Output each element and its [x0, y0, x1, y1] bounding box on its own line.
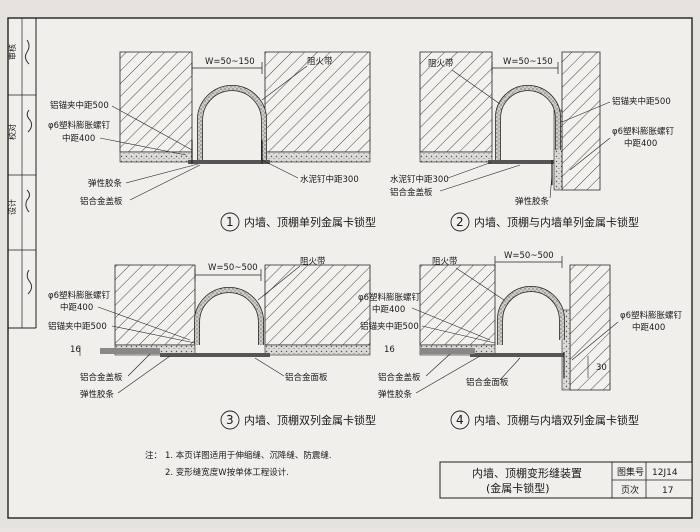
expansion-bolt-right-label-4: φ6塑料膨胀螺钉	[620, 310, 683, 321]
wall-right-1	[264, 51, 371, 153]
fire-band-fill-1	[197, 85, 267, 162]
fire-band-label-1: 阻火带	[307, 57, 333, 67]
note-line-1: 1. 本页详图适用于伸缩缝、沉降缝、防震缝.	[165, 450, 332, 461]
fire-band-fill-2	[495, 85, 561, 160]
clip-spacing-label-2: 铝锚夹中距500	[612, 96, 671, 107]
bolt-spacing-right-label-4: 中距400	[632, 322, 665, 333]
plaster-left-1	[119, 151, 193, 163]
cover-plate-label-1: 铝合金盖板	[80, 196, 123, 207]
diagram-number-circle-2	[450, 212, 470, 232]
face-plate-label-3: 铝合金面板	[285, 372, 328, 383]
dim-small-4: 16	[384, 345, 395, 355]
diagram-title-1: 内墙、顶棚单列金属卡锁型	[244, 215, 376, 229]
title-line-2: (金属卡锁型)	[486, 481, 550, 495]
bolt-spacing-label-1: 中距400	[62, 133, 95, 144]
width-dim-2: W=50~150	[503, 57, 553, 67]
plaster-right-1	[264, 151, 371, 163]
title-block: 内墙、顶棚变形缝装置 (金属卡锁型) 图集号 12J14 页次 17	[439, 461, 693, 499]
diagram-number-3: 3	[226, 413, 234, 427]
ceiling-4	[419, 264, 496, 346]
notes-prefix: 注：	[145, 450, 162, 461]
page-label: 页次	[621, 484, 639, 496]
side-strip: 审核 校对 设计	[7, 18, 37, 329]
diagram-3: W=50~500 阻火带 φ6塑料膨胀螺钉 中距400 铝锚夹中距500 16 …	[48, 257, 376, 430]
wall-right-3	[264, 264, 371, 346]
nail-spacing-label-1: 水泥钉中距300	[300, 174, 359, 185]
fire-band-fill-4	[497, 286, 565, 345]
width-dim-4: W=50~500	[504, 251, 554, 261]
bolt-spacing-label-4: 中距400	[372, 304, 405, 315]
cover-plate-1	[188, 160, 270, 164]
fire-band-label-3: 阻火带	[300, 257, 326, 267]
face-plate-4	[470, 353, 564, 357]
face-plate-label-4: 铝合金面板	[466, 377, 509, 388]
plaster-2	[419, 151, 493, 163]
notes: 注： 1. 本页详图适用于伸缩缝、沉降缝、防震缝. 2. 变形缝宽度W按单体工程…	[145, 450, 332, 478]
diagram-number-circle-3	[220, 410, 240, 430]
diagram-number-2: 2	[456, 215, 464, 229]
rubber-strip-label-2: 弹性胶条	[515, 196, 550, 207]
diagram-1: W=50~150 阻火带 铝锚夹中距500 φ6塑料膨胀螺钉 中距400 水泥钉…	[48, 51, 376, 232]
diagram-title-2: 内墙、顶棚与内墙单列金属卡锁型	[474, 215, 639, 229]
dim-small-3: 16	[70, 345, 81, 355]
cover-plate-4	[420, 348, 475, 354]
diagram-number-circle-4	[450, 410, 470, 430]
atlas-value: 12J14	[652, 468, 678, 478]
side-check: 校对	[7, 124, 17, 140]
diagram-4: W=50~500 阻火带 φ6塑料膨胀螺钉 中距400 铝锚夹中距500 16 …	[358, 251, 683, 430]
expansion-bolt-label-1: φ6塑料膨胀螺钉	[48, 120, 111, 131]
cover-plate-label-4: 铝合金盖板	[378, 372, 421, 383]
fire-band-label-4: 阻火带	[432, 257, 458, 267]
side-design: 设计	[7, 199, 17, 215]
width-dim-1: W=50~150	[205, 57, 255, 67]
note-line-2: 2. 变形缝宽度W按单体工程设计.	[165, 467, 289, 478]
dim-right-4: 30	[596, 363, 607, 373]
expansion-bolt-label-2: φ6塑料膨胀螺钉	[612, 126, 675, 137]
diagram-title-4: 内墙、顶棚与内墙双列金属卡锁型	[474, 413, 639, 427]
cover-plate-3	[100, 348, 160, 354]
side-approve: 审核	[7, 44, 17, 60]
wall-right-2	[561, 51, 601, 191]
diagram-number-circle-1	[220, 212, 240, 232]
diagram-title-3: 内墙、顶棚双列金属卡锁型	[244, 413, 376, 427]
fire-band-label-2: 阻火带	[428, 59, 454, 69]
diagram-number-1: 1	[226, 215, 234, 229]
diagram-number-4: 4	[456, 413, 464, 427]
atlas-label: 图集号	[617, 466, 644, 478]
bolt-spacing-label-3: 中距400	[60, 302, 93, 313]
clip-spacing-label-1: 铝锚夹中距500	[50, 100, 109, 111]
page-value: 17	[662, 486, 673, 496]
expansion-bolt-label-4: φ6塑料膨胀螺钉	[358, 292, 421, 303]
cover-plate-label-3: 铝合金盖板	[80, 372, 123, 383]
rubber-strip-label-4: 弹性胶条	[378, 389, 413, 400]
nail-spacing-label-2: 水泥钉中距300	[390, 174, 449, 185]
cover-plate-2	[488, 160, 554, 164]
plaster-right-3	[264, 344, 371, 356]
fire-band-fill-3	[194, 287, 264, 345]
wall-left-1	[119, 51, 193, 153]
title-line-1: 内墙、顶棚变形缝装置	[472, 466, 582, 480]
wall-left-3	[114, 264, 196, 346]
expansion-bolt-label-3: φ6塑料膨胀螺钉	[48, 290, 111, 301]
bolt-spacing-label-2: 中距400	[624, 138, 657, 149]
signature-marks	[24, 39, 33, 295]
rubber-strip-label-3: 弹性胶条	[80, 389, 115, 400]
clip-spacing-label-3: 铝锚夹中距500	[48, 321, 107, 332]
wall-plaster-4	[561, 309, 571, 391]
cover-plate-label-2: 铝合金盖板	[390, 187, 433, 198]
width-dim-3: W=50~500	[208, 263, 258, 273]
diagram-2: W=50~150 阻火带 铝锚夹中距500 φ6塑料膨胀螺钉 中距400 水泥钉…	[390, 51, 675, 232]
face-plate-3	[160, 353, 270, 357]
clip-spacing-label-4: 铝锚夹中距500	[360, 321, 419, 332]
rubber-strip-label-1: 弹性胶条	[88, 178, 123, 189]
